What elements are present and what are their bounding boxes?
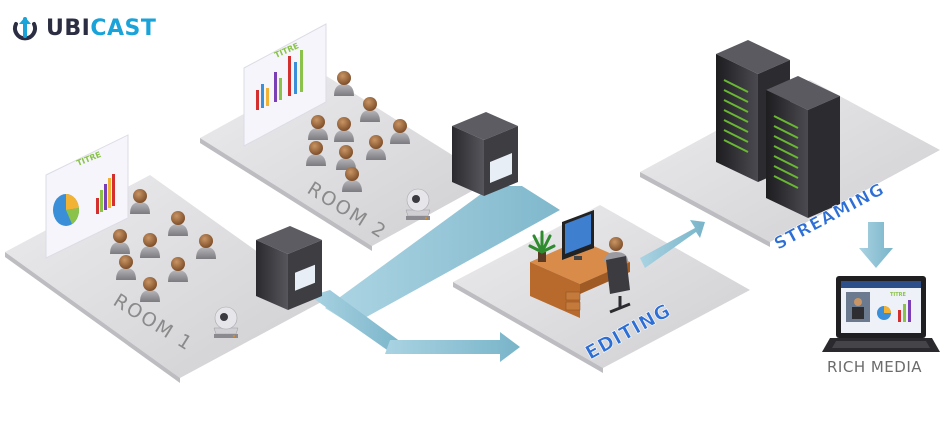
upload-arrow-icon (13, 17, 37, 41)
streaming-server-2 (766, 76, 840, 218)
room2-slide: TITRE (243, 23, 327, 147)
editing-operator (604, 237, 631, 314)
ubicast-logo: UBICAST (10, 14, 156, 44)
room1-camera-icon (213, 306, 239, 339)
flow-arrows (310, 186, 893, 362)
room1-recorder-box (256, 226, 322, 310)
logo-text-cast: CAST (90, 16, 157, 41)
room2-recorder-box (452, 112, 518, 196)
rich-media-label: RICH MEDIA (827, 358, 923, 376)
rich-media-laptop: TITRE (822, 276, 940, 352)
logo-text-ubi: UBI (46, 16, 91, 41)
editing-platform (453, 205, 750, 373)
editing-plant (528, 230, 556, 262)
editing-monitor (562, 210, 594, 260)
laptop-screen-title: TITRE (890, 292, 907, 298)
room2-camera-icon (405, 188, 431, 221)
